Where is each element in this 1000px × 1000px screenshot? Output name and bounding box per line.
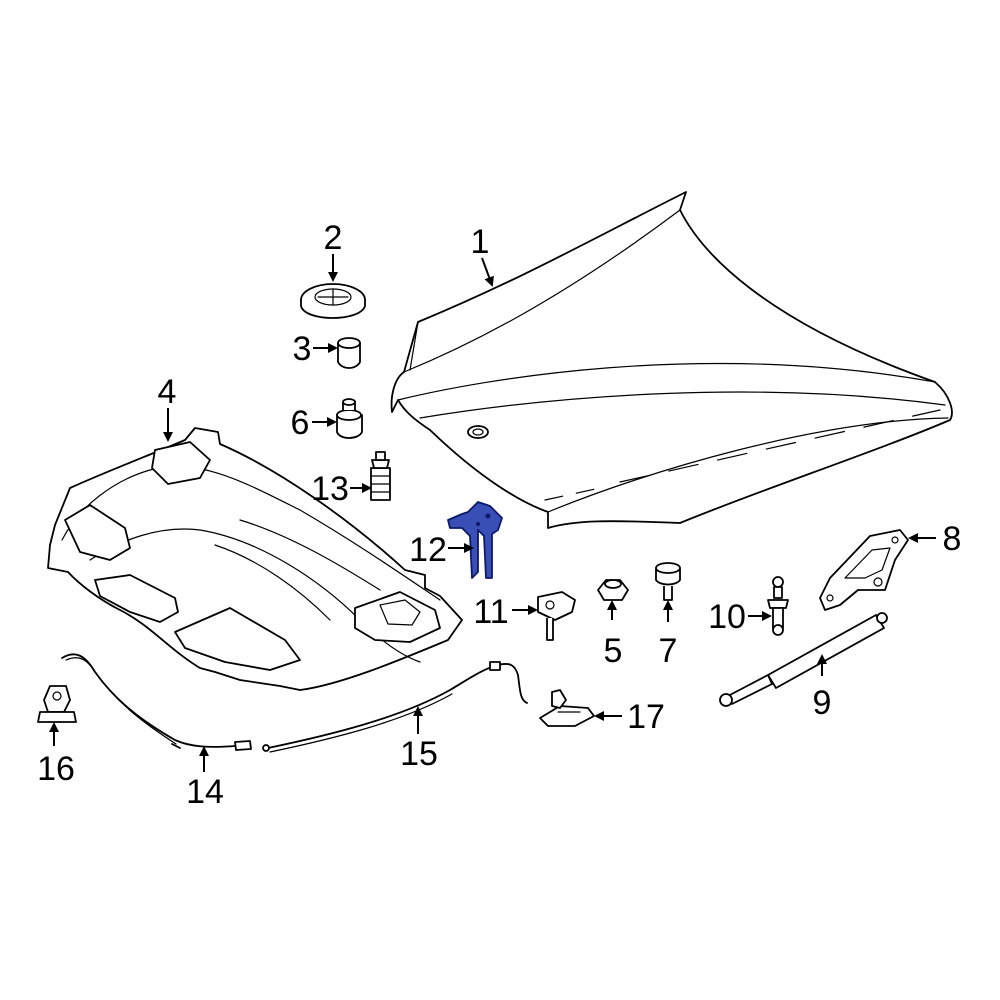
callout-labels: 1 2 3 4 5 6 7 8 9 10 11 12 13 14 15 16 1… [37,219,961,811]
callout-7: 7 [659,632,678,670]
leader-lines [49,254,936,772]
callout-14: 14 [186,773,224,811]
clip-nut-part [597,579,629,601]
callout-9: 9 [813,684,832,722]
callout-4: 4 [158,373,177,411]
support-bracket-part [447,501,503,579]
callout-10: 10 [708,598,746,636]
callout-8: 8 [943,520,962,558]
callout-15: 15 [400,735,438,773]
adjustable-stop-part [370,451,391,501]
callout-3: 3 [293,330,312,368]
callout-17: 17 [627,698,665,736]
callout-1: 1 [471,223,490,261]
ball-stud-part [767,576,789,636]
release-handle-part [539,689,595,727]
release-cable-inner-part [61,653,252,751]
push-pin-part [655,562,681,601]
callout-11: 11 [473,593,508,631]
bumper-stop-part [336,398,363,439]
callout-12: 12 [409,531,447,569]
hood-panel-part [390,191,953,529]
latch-plate-part [537,591,576,641]
callout-16: 16 [37,750,75,788]
leader-1 [481,257,494,287]
hood-insulator-part [47,427,463,691]
bumper-cap-part [337,337,361,369]
hood-hinge-part [819,529,909,611]
grommet-part [300,283,366,319]
callout-6: 6 [291,404,310,442]
release-cable-outer-part [262,661,528,753]
cable-clip-part [37,685,77,723]
gas-strut-part [719,612,888,707]
callout-5: 5 [604,632,623,670]
callout-13: 13 [311,470,349,508]
callout-2: 2 [324,219,343,257]
